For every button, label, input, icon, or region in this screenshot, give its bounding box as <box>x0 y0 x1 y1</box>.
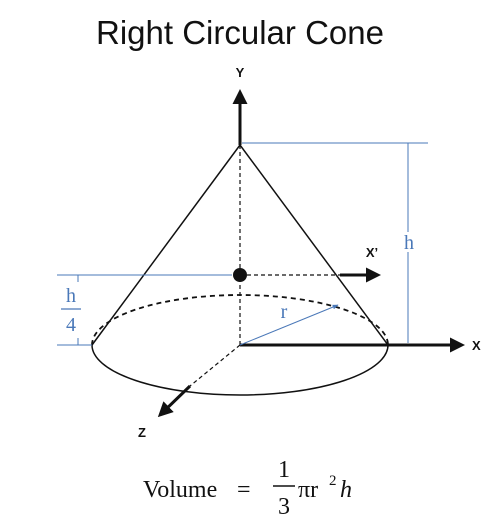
z-axis-label: Z <box>138 425 146 440</box>
formula-equals: = <box>237 477 251 503</box>
cone-left-side <box>91 144 241 346</box>
cone-base-back-edge <box>91 294 389 346</box>
x-axis-label: X <box>472 338 481 353</box>
formula-fraction-denominator: 3 <box>278 494 290 520</box>
formula-lhs: Volume <box>143 477 217 503</box>
radius-label: r <box>281 301 288 323</box>
cone-base-front-edge <box>91 344 389 396</box>
centroid-fraction-denominator: 4 <box>66 314 76 336</box>
centroid-fraction-numerator: h <box>66 285 76 307</box>
formula-fraction-numerator: 1 <box>278 457 290 483</box>
formula-exponent: 2 <box>329 473 337 489</box>
centroid-fraction-backdrop <box>56 282 86 338</box>
z-axis-dashed <box>189 344 241 387</box>
formula-h: h <box>340 477 352 503</box>
y-axis-label: Y <box>236 65 245 80</box>
height-label: h <box>404 232 414 254</box>
centroid-point <box>233 268 247 282</box>
z-axis <box>157 384 192 418</box>
cone-right-side <box>239 144 389 346</box>
formula-pi-r: πr <box>298 477 318 503</box>
x-prime-axis-label: X’ <box>366 245 378 260</box>
diagram-title: Right Circular Cone <box>96 14 384 51</box>
radius-line <box>239 304 339 346</box>
